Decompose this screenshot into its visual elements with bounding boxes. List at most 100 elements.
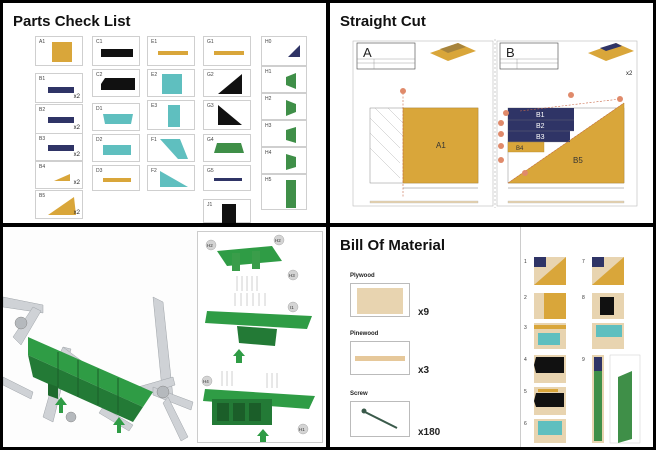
sheet-number-2: 2 xyxy=(524,295,527,301)
part-shape xyxy=(286,154,296,170)
part-label: H0 xyxy=(265,39,272,45)
part-card-h4[interactable]: H4 xyxy=(261,147,307,174)
part-shape xyxy=(214,143,244,153)
part-card-b3[interactable]: B3 x2 xyxy=(35,133,83,161)
part-card-g4[interactable]: G4 xyxy=(203,134,251,162)
callout-h3: H3 xyxy=(289,273,295,278)
part-label: G5 xyxy=(207,168,214,174)
part-quantity: x2 xyxy=(73,125,80,131)
part-label: D1 xyxy=(96,106,103,112)
screw-icon xyxy=(361,408,398,429)
cut-diagram: A B x2 A1 B1 B2 B3 B4 B5 xyxy=(352,39,638,208)
part-shape xyxy=(54,174,70,181)
part-shape xyxy=(101,78,135,90)
part-shape xyxy=(222,204,236,223)
callout-h4: H4 xyxy=(203,379,209,384)
part-card-e3[interactable]: E3 xyxy=(147,100,195,130)
assembly-panel: H2 H2 H3 I1 H4 H1 xyxy=(3,227,326,447)
part-label: J1 xyxy=(207,202,213,208)
part-shape xyxy=(160,171,188,187)
exploded-view-diagram: H2 H2 H3 I1 H4 H1 xyxy=(201,234,315,442)
piece-b4-label: B4 xyxy=(516,146,524,152)
part-label: C1 xyxy=(96,39,103,45)
part-card-h5[interactable]: H5 xyxy=(261,174,307,210)
part-shape xyxy=(214,178,242,181)
part-card-b1[interactable]: B1 x2 xyxy=(35,73,83,103)
part-card-d1[interactable]: D1 xyxy=(92,103,140,131)
part-shape xyxy=(168,105,180,127)
part-label: A1 xyxy=(39,39,46,45)
material-screw-label: Screw xyxy=(350,391,368,397)
part-shape xyxy=(103,114,133,124)
part-card-h3[interactable]: H3 xyxy=(261,120,307,147)
parts-check-list-panel: Parts Check List A1 B1 x2 B2 x2 B3 x2 B4… xyxy=(3,3,326,223)
part-card-g3[interactable]: G3 xyxy=(203,100,251,130)
part-card-h1[interactable]: H1 xyxy=(261,66,307,93)
part-shape xyxy=(48,117,74,123)
material-screw-swatch xyxy=(350,401,410,437)
part-label: G1 xyxy=(207,39,214,45)
part-card-d2[interactable]: D2 xyxy=(92,134,140,162)
part-card-g2[interactable]: G2 xyxy=(203,69,251,97)
part-label: H4 xyxy=(265,150,272,156)
part-card-g1[interactable]: G1 xyxy=(203,36,251,66)
part-label: E3 xyxy=(151,103,158,109)
callout-h2: H2 xyxy=(207,243,213,248)
part-shape xyxy=(286,180,296,208)
part-card-g5[interactable]: G5 xyxy=(203,165,251,191)
material-plywood-swatch xyxy=(350,283,410,317)
callout-h2-top: H2 xyxy=(275,238,281,243)
part-label: B5 xyxy=(39,193,46,199)
straight-cut-panel: Straight Cut xyxy=(330,3,653,223)
part-card-c2[interactable]: C2 xyxy=(92,69,140,97)
pinewood-sample xyxy=(355,356,405,361)
part-shape xyxy=(48,87,74,93)
piece-b2-label: B2 xyxy=(536,123,545,130)
part-label: G4 xyxy=(207,137,214,143)
material-pinewood-quantity: x3 xyxy=(418,365,430,376)
material-pinewood-label: Pinewood xyxy=(350,331,379,337)
part-label: H3 xyxy=(265,123,272,129)
part-quantity: x2 xyxy=(73,152,80,158)
material-plywood-quantity: x9 xyxy=(418,307,430,318)
part-card-f1[interactable]: F1 xyxy=(147,134,195,162)
part-quantity: x2 xyxy=(73,94,80,100)
sheet-layouts-frame xyxy=(520,227,653,447)
piece-b3-label: B3 xyxy=(536,134,545,141)
part-label: G3 xyxy=(207,103,214,109)
callout-i1: I1 xyxy=(290,305,294,310)
part-label: F2 xyxy=(151,168,157,174)
part-shape xyxy=(286,127,296,143)
sheet-number-9: 9 xyxy=(582,357,585,363)
part-card-c1[interactable]: C1 xyxy=(92,36,140,66)
part-card-b5[interactable]: B5 x2 xyxy=(35,190,83,219)
part-quantity: x2 xyxy=(73,210,80,216)
part-label: H1 xyxy=(265,69,272,75)
part-shape xyxy=(52,42,72,62)
sheet-b-label: B xyxy=(506,45,515,60)
part-card-b4[interactable]: B4 x2 xyxy=(35,161,83,189)
bill-of-material-panel: Bill Of Material Plywood x9 Pinewood x3 … xyxy=(330,227,653,447)
material-pinewood-swatch xyxy=(350,341,410,375)
part-card-b2[interactable]: B2 x2 xyxy=(35,104,83,134)
part-card-j1[interactable]: J1 xyxy=(203,199,251,223)
cut-panel-title: Straight Cut xyxy=(340,13,426,30)
part-card-f2[interactable]: F2 xyxy=(147,165,195,191)
material-screw-quantity: x180 xyxy=(418,427,441,438)
part-card-d3[interactable]: D3 xyxy=(92,165,140,191)
part-shape xyxy=(288,45,300,57)
part-label: D3 xyxy=(96,168,103,174)
assembly-render xyxy=(3,227,198,447)
part-label: B1 xyxy=(39,76,46,82)
part-card-e2[interactable]: E2 xyxy=(147,69,195,97)
part-shape xyxy=(162,74,182,94)
sheet-number-4: 4 xyxy=(524,357,527,363)
piece-b5-label: B5 xyxy=(573,156,583,165)
part-card-a1[interactable]: A1 xyxy=(35,36,83,66)
part-card-h2[interactable]: H2 xyxy=(261,93,307,120)
part-card-e1[interactable]: E1 xyxy=(147,36,195,66)
callout-h1: H1 xyxy=(299,427,305,432)
part-shape xyxy=(286,73,296,89)
part-card-h0[interactable]: H0 xyxy=(261,36,307,66)
part-label: H5 xyxy=(265,177,272,183)
